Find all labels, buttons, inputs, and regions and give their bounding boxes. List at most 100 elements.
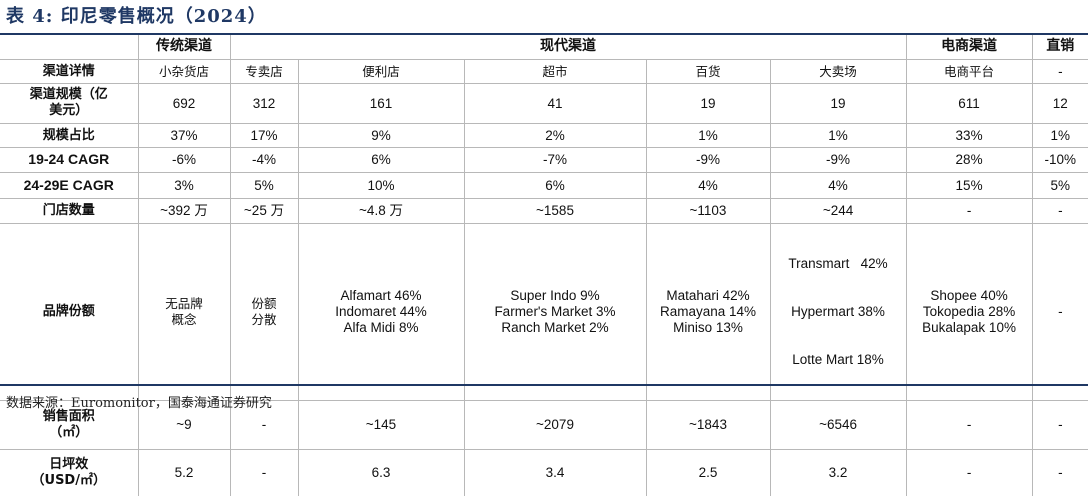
cell: 19 [645,82,771,124]
row-label-line: （USD/㎡） [31,472,106,488]
cell-line: 无品牌 [165,295,203,311]
table-row: 24-29E CAGR 3% 5% 10% 6% 4% 4% 15% 5% [0,171,1088,199]
cell: ~244 [769,197,907,224]
cell: 便利店 [297,58,465,84]
cell-brand-direct: - [1031,222,1088,401]
cell: 4% [769,171,907,199]
row-label-cagr-24-29e: 24-29E CAGR [0,171,139,199]
cell-line: Transmart 42% [788,255,888,271]
cell: ~2079 [463,399,647,450]
cell: 小杂货店 [137,58,231,84]
cell-line: 份额 [251,295,277,311]
cell: -7% [463,146,647,173]
cell: 大卖场 [769,58,907,84]
cell: 1% [645,122,771,148]
row-label-line: 美元） [49,103,89,118]
cell: -9% [645,146,771,173]
cell-line: Lotte Mart 18% [792,351,884,367]
cell: 6.3 [297,448,465,496]
cell: 28% [905,146,1033,173]
cell-brand-convenience: Alfamart 46% Indomaret 44% Alfa Midi 8% [297,222,465,401]
table-row: 渠道规模（亿 美元） 692 312 161 41 19 19 611 12 [0,82,1088,124]
cell: 312 [229,82,299,124]
cell: 3.2 [769,448,907,496]
bottom-rule [0,384,1088,386]
cell: 5% [229,171,299,199]
cell: 3% [137,171,231,199]
cell-line: 概念 [171,311,197,327]
cell-line: Hypermart 38% [791,303,885,319]
channel-header-row: 传统渠道 现代渠道 电商渠道 直销 [0,35,1088,60]
cell: ~25 万 [229,197,299,224]
cell: 超市 [463,58,647,84]
cell: -6% [137,146,231,173]
top-rule [0,33,1088,35]
cell: -4% [229,146,299,173]
header-ecommerce: 电商渠道 [905,35,1033,60]
cell: - [1031,399,1088,450]
table-row: 品牌份额 无品牌 概念 份额 分散 Alfamart 46% Indomaret… [0,222,1088,401]
cell: ~1103 [645,197,771,224]
cell: -10% [1031,146,1088,173]
cell: 33% [905,122,1033,148]
row-label-line: （㎡） [49,424,89,440]
table-row: 规模占比 37% 17% 9% 2% 1% 1% 33% 1% [0,122,1088,148]
row-label-brand: 品牌份额 [0,222,139,401]
header-modern: 现代渠道 [229,35,907,60]
cell-line: Alfamart 46% [340,287,422,303]
cell-line: Farmer's Market 3% [494,303,616,319]
cell: 2% [463,122,647,148]
cell-line: Miniso 13% [673,319,743,335]
row-label-share: 规模占比 [0,122,139,148]
cell-brand-traditional: 无品牌 概念 [137,222,231,401]
cell: - [229,448,299,496]
row-label-line: 渠道规模（亿 [29,87,108,102]
cell: 专卖店 [229,58,299,84]
table-row: 日坪效 （USD/㎡） 5.2 - 6.3 3.4 2.5 3.2 - - [0,448,1088,496]
cell: ~145 [297,399,465,450]
cell-line: Bukalapak 10% [922,319,1016,335]
cell-brand-hypermarket: Transmart 42% Hypermart 38% Lotte Mart 1… [769,222,907,401]
header-traditional: 传统渠道 [137,35,231,60]
table-title: 表 4: 印尼零售概况（2024） [6,6,267,27]
cell: 5% [1031,171,1088,199]
cell-line: Super Indo 9% [510,287,600,303]
cell: 19 [769,82,907,124]
row-label-stores: 门店数量 [0,197,139,224]
cell: ~1843 [645,399,771,450]
cell: 6% [297,146,465,173]
cell: 15% [905,171,1033,199]
cell: 37% [137,122,231,148]
row-label-scale: 渠道规模（亿 美元） [0,82,139,124]
cell: 17% [229,122,299,148]
cell: 4% [645,171,771,199]
cell: - [905,197,1033,224]
cell: - [905,399,1033,450]
table-row: 门店数量 ~392 万 ~25 万 ~4.8 万 ~1585 ~1103 ~24… [0,197,1088,224]
cell: 3.4 [463,448,647,496]
cell-line: Ranch Market 2% [501,319,609,335]
cell: 41 [463,82,647,124]
cell: - [1031,58,1088,84]
cell-line: Matahari 42% [666,287,750,303]
table-row: 19-24 CAGR -6% -4% 6% -7% -9% -9% 28% -1… [0,146,1088,173]
source-note: 数据来源：Euromonitor，国泰海通证券研究 [6,396,272,411]
cell: 1% [769,122,907,148]
row-label-cagr-19-24: 19-24 CAGR [0,146,139,173]
cell-line: Indomaret 44% [335,303,427,319]
cell-line: Ramayana 14% [659,303,757,319]
row-label-line: 日坪效 [49,456,89,472]
cell: 电商平台 [905,58,1033,84]
header-corner [0,35,139,60]
cell: 百货 [645,58,771,84]
cell: - [905,448,1033,496]
cell: 692 [137,82,231,124]
cell-line: Tokopedia 28% [922,303,1016,319]
header-direct: 直销 [1031,35,1088,60]
cell: 1% [1031,122,1088,148]
cell: 12 [1031,82,1088,124]
cell: - [1031,197,1088,224]
cell-line: Alfa Midi 8% [343,319,419,335]
cell-brand-department: Matahari 42% Ramayana 14% Miniso 13% [645,222,771,401]
cell: 6% [463,171,647,199]
